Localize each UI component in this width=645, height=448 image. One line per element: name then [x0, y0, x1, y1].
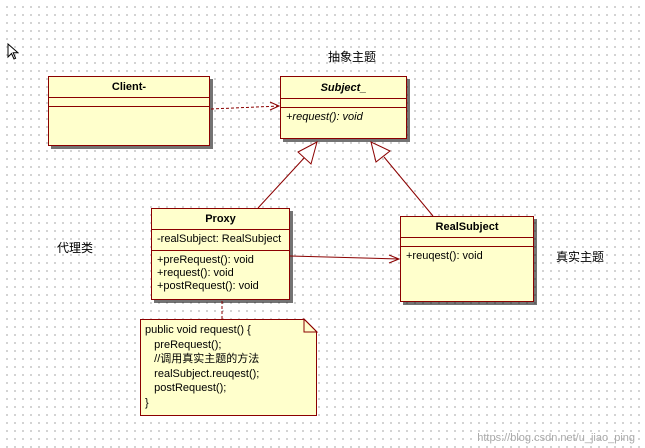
proxy-realsubject-association [289, 254, 401, 264]
attribute-item: -realSubject: RealSubject [157, 233, 282, 245]
real-subject-label: 真实主题 [556, 250, 605, 264]
class-attributes-compartment [49, 98, 209, 107]
proxy-subject-generalization [257, 141, 318, 209]
operation-item: +postRequest(): void [157, 280, 259, 292]
watermark: https://blog.csdn.net/u_jiao_ping [477, 432, 635, 444]
class-attributes-compartment [401, 238, 533, 247]
real-subject-class[interactable]: RealSubject +reuqest(): void [400, 216, 534, 302]
note-line: } [145, 396, 149, 409]
class-name: Proxy [152, 209, 289, 230]
note-line: //调用真实主题的方法 [145, 353, 260, 365]
class-name: RealSubject [401, 217, 533, 238]
operation-item: +request(): void [286, 111, 363, 123]
note-line: realSubject.reuqest(); [145, 367, 260, 380]
realsubject-subject-generalization [370, 141, 434, 217]
note-line: preRequest(); [145, 338, 222, 351]
subject-class[interactable]: Subject_ +request(): void [280, 76, 407, 139]
class-attributes-compartment: -realSubject: RealSubject [152, 230, 289, 251]
class-operations-compartment: +preRequest(): void +request(): void +po… [152, 251, 289, 295]
note-line: public void request() { [145, 324, 251, 336]
class-name: Client- [49, 77, 209, 98]
operation-item: +preRequest(): void [157, 254, 254, 266]
class-attributes-compartment [281, 99, 406, 108]
code-note[interactable]: public void request() { preRequest(); //… [140, 319, 317, 416]
class-operations-compartment: +reuqest(): void [401, 247, 533, 265]
mouse-cursor-icon [7, 43, 19, 60]
proxy-class-label: 代理类 [57, 241, 94, 255]
class-operations-compartment: +request(): void [281, 108, 406, 126]
operation-item: +request(): void [157, 267, 234, 279]
proxy-class[interactable]: Proxy -realSubject: RealSubject +preRequ… [151, 208, 290, 300]
operation-item: +reuqest(): void [406, 250, 483, 262]
class-operations-compartment [49, 107, 209, 111]
client-class[interactable]: Client- [48, 76, 210, 146]
abstract-subject-label: 抽象主题 [328, 50, 377, 64]
client-subject-dependency [210, 101, 281, 111]
note-line: postRequest(); [145, 382, 227, 394]
class-name: Subject_ [281, 77, 406, 99]
